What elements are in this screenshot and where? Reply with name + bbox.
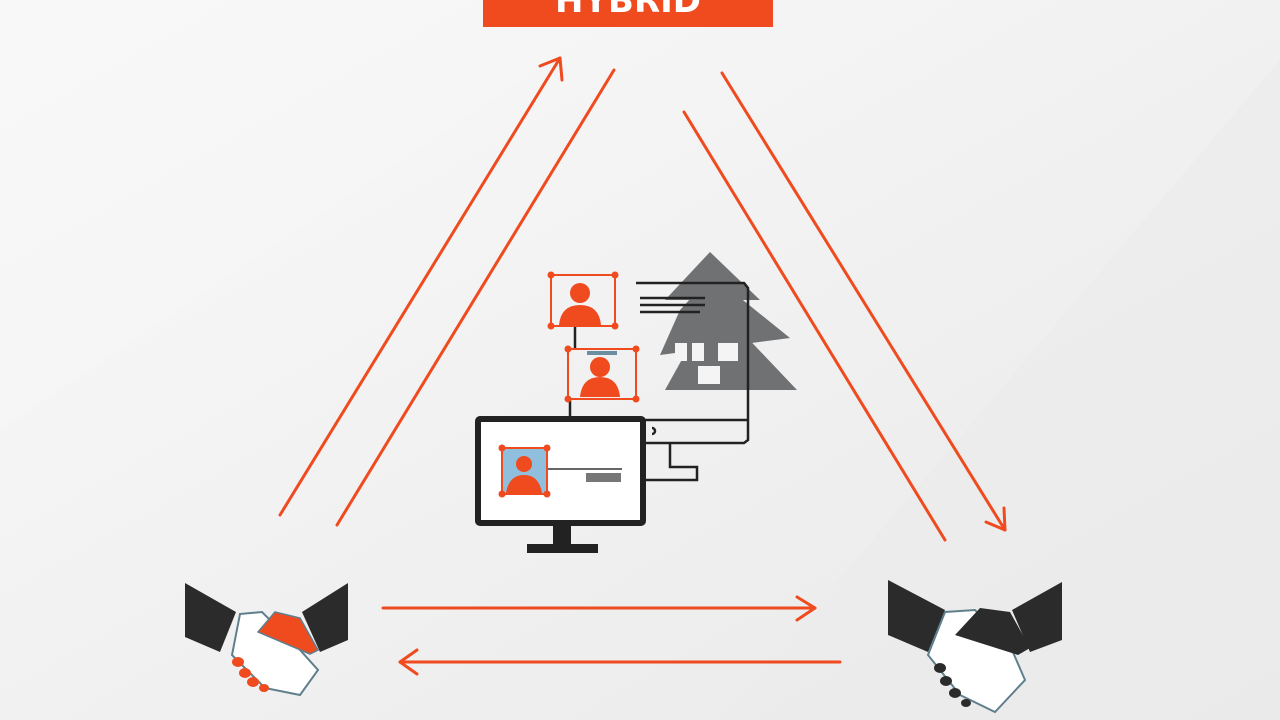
monitor-icon: [475, 416, 646, 553]
handshake-icon: [888, 580, 1062, 714]
back-monitor-icon: [636, 281, 750, 482]
arrow-icon: [278, 56, 564, 517]
background-facet: [720, 60, 1280, 720]
background-facet: [0, 0, 640, 430]
banner-text: HYBRID: [555, 0, 701, 21]
person-icon: [547, 271, 619, 330]
tree-icon: [660, 252, 797, 390]
arrow-line: [335, 68, 616, 527]
handshake-icon: [185, 583, 348, 697]
arrow-icon: [720, 71, 1007, 532]
arrow-line: [682, 110, 947, 542]
person-icon: [564, 345, 640, 403]
hybrid-banner: HYBRID: [483, 0, 773, 27]
person-icon: [498, 444, 551, 498]
arrow-icon: [398, 648, 842, 676]
arrow-icon: [381, 595, 817, 622]
